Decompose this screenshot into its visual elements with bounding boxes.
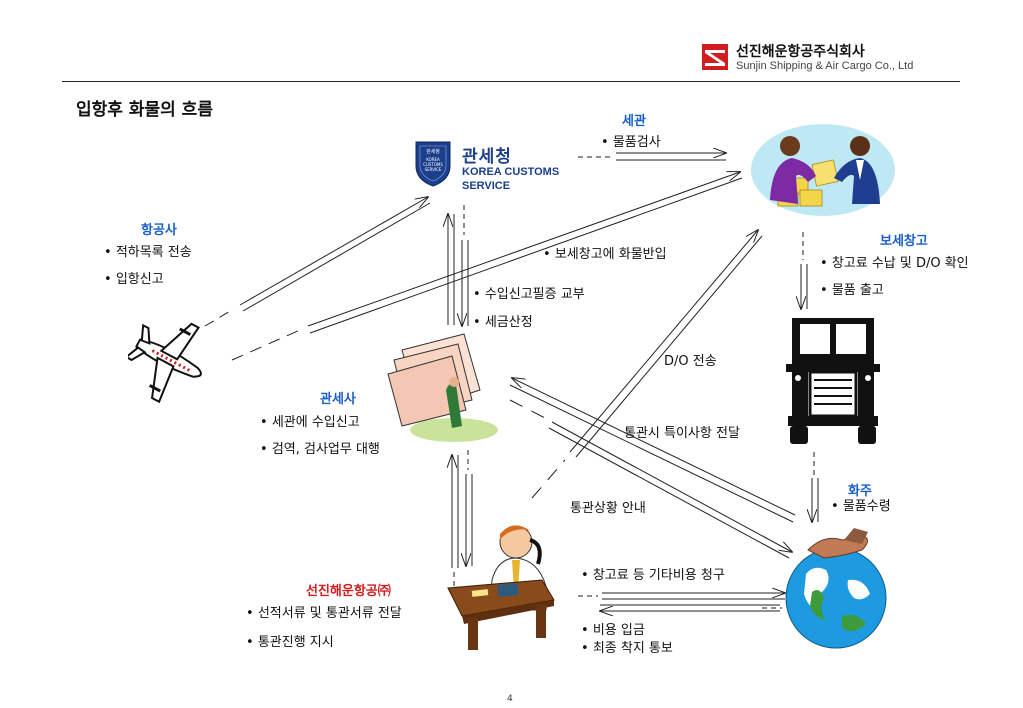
customs-shield-icon: 관세청 KOREA CUSTOMS SERVICE xyxy=(414,140,452,188)
edge-label-payment: 비용 입금 xyxy=(581,623,645,640)
arrow-customs-officers xyxy=(578,153,726,161)
node-owner-heading: 화주 xyxy=(848,484,872,499)
header-rule xyxy=(62,81,960,82)
customs-badge-line: 관세청 xyxy=(426,149,440,155)
company-name-kr: 선진해운항공주식회사 xyxy=(736,44,865,60)
node-sunjin-item: 통관진행 지시 xyxy=(246,635,334,652)
edge-label-payment: 최종 착지 통보 xyxy=(581,641,673,658)
node-broker-item: 세관에 수입신고 xyxy=(260,415,360,432)
edge-label-status-guide: 통관상황 안내 xyxy=(570,501,646,516)
airplane-icon xyxy=(128,308,212,412)
company-name-en: Sunjin Shipping & Air Cargo Co., Ltd xyxy=(736,60,914,72)
edge-label-customs-broker: 세금산정 xyxy=(473,315,533,332)
documents-icon xyxy=(384,330,500,445)
arrow-status-guide xyxy=(509,399,792,559)
arrow-sunjin-broker xyxy=(452,450,473,588)
arrow-do-send xyxy=(531,230,763,499)
node-bonded-heading: 보세창고 xyxy=(880,234,928,249)
company-logo-icon xyxy=(702,44,728,70)
node-broker-heading: 관세사 xyxy=(320,392,356,407)
node-sunjin-heading: 선진해운항공㈜ xyxy=(306,584,391,599)
customs-logo-kr: 관세청 xyxy=(462,147,512,167)
edge-label-do-send: D/O 전송 xyxy=(664,354,717,369)
arrow-special-notes xyxy=(510,378,796,523)
arrow-fee-claim xyxy=(578,593,785,600)
edge-label-fee-claim: 창고료 등 기타비용 청구 xyxy=(581,568,725,585)
node-broker-item: 검역, 검사업무 대행 xyxy=(260,442,380,459)
page-title: 입항후 화물의 흐름 xyxy=(76,100,213,120)
edge-label-to-bonded: 보세창고에 화물반입 xyxy=(543,247,667,264)
node-airline-heading: 항공사 xyxy=(141,223,177,238)
page-number: 4 xyxy=(507,694,513,704)
arrow-payment xyxy=(600,604,782,611)
node-airline-item: 입항신고 xyxy=(104,272,164,289)
customs-badge-line: CUSTOMS xyxy=(423,162,443,167)
arrow-broker-customs xyxy=(448,214,455,325)
edge-label-customs-broker: 수입신고필증 교부 xyxy=(473,287,585,304)
node-owner-item: 물품수령 xyxy=(831,499,891,516)
customs-badge-line: SERVICE xyxy=(424,167,442,172)
node-bonded-item: 창고료 수납 및 D/O 확인 xyxy=(820,256,969,273)
node-airline-item: 적하목록 전송 xyxy=(104,245,192,262)
edge-label-special-notes: 통관시 특이사항 전달 xyxy=(624,426,740,441)
node-bonded-item: 물품 출고 xyxy=(820,283,884,300)
node-customs-heading: 세관 xyxy=(622,114,646,129)
customs-logo-en-1: KOREA CUSTOMS xyxy=(462,166,560,178)
arrow-airline-bonded xyxy=(231,172,742,361)
arrow-airline-customs xyxy=(204,197,431,327)
node-sunjin-item: 선적서류 및 통관서류 전달 xyxy=(246,606,402,623)
truck-icon xyxy=(782,312,884,446)
customs-officers-icon xyxy=(748,118,898,218)
arrow-customs-broker xyxy=(462,205,469,326)
globe-icon xyxy=(784,520,888,652)
customs-logo-en-2: SERVICE xyxy=(462,180,511,192)
arrow-officers-truck xyxy=(801,232,808,309)
arrow-truck-owner xyxy=(812,452,819,522)
phone-worker-icon xyxy=(442,520,558,652)
node-customs-item: 물품검사 xyxy=(601,135,661,152)
customs-badge-line: KOREA xyxy=(426,157,440,162)
